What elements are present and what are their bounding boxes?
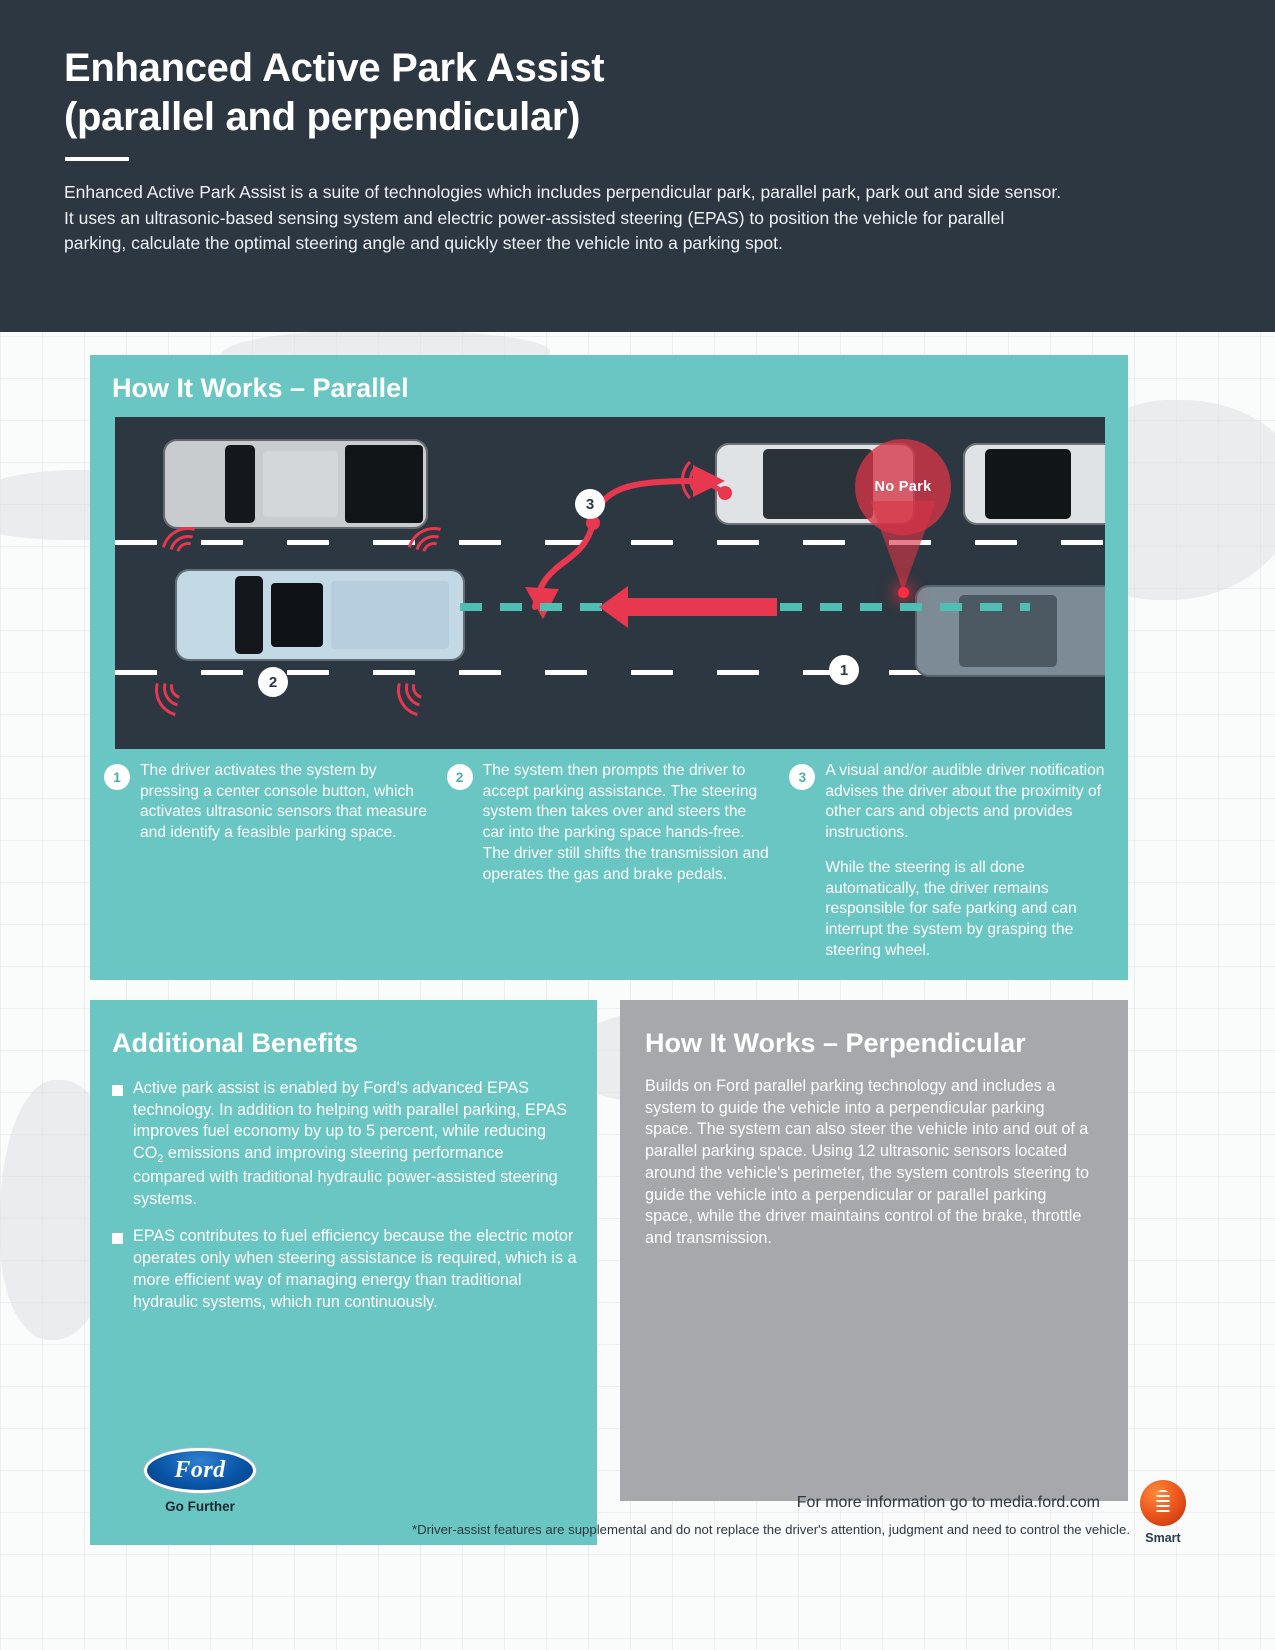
intro-paragraph: Enhanced Active Park Assist is a suite o… <box>64 182 1062 254</box>
benefits-bullet-list: Active park assist is enabled by Ford's … <box>112 1078 577 1329</box>
more-information-text: For more information go to media.ford.co… <box>796 1494 1100 1511</box>
parallel-step-1: 1 The driver activates the system by pre… <box>104 761 429 962</box>
vehicle-host-blue <box>175 569 465 661</box>
diagram-marker-2: 2 <box>258 667 288 697</box>
parallel-parking-diagram: No Park 1 2 3 <box>115 417 1105 749</box>
parallel-steps-list: 1 The driver activates the system by pre… <box>104 761 1114 962</box>
vehicle-roof <box>985 449 1071 519</box>
step-body: The driver activates the system by press… <box>140 761 429 962</box>
vehicle-bed <box>345 445 423 523</box>
perpendicular-title: How It Works – Perpendicular <box>645 1028 1026 1058</box>
smart-label: Smart <box>1145 1531 1181 1545</box>
vehicle-target-gray <box>915 585 1105 677</box>
step-paragraph: A visual and/or audible driver notificat… <box>825 762 1105 842</box>
square-bullet-icon <box>112 1233 123 1245</box>
square-bullet-icon <box>112 1085 123 1096</box>
title-underline-rule <box>65 157 129 161</box>
benefits-item-text: Active park assist is enabled by Ford's … <box>133 1079 568 1208</box>
road-lane-dashes-lower <box>115 670 1105 675</box>
parallel-step-3: 3 A visual and/or audible driver notific… <box>789 761 1114 962</box>
road-lane-dashes-upper <box>115 540 1105 545</box>
vehicle-parked-car-far-right <box>963 443 1105 525</box>
vehicle-glass <box>263 451 338 517</box>
lightbulb-icon <box>1140 1480 1186 1526</box>
subscript-two: 2 <box>157 1153 164 1166</box>
benefits-item-text: EPAS contributes to fuel efficiency beca… <box>133 1227 577 1311</box>
ford-tagline: Go Further <box>165 1499 235 1514</box>
page-title-line1: Enhanced Active Park Assist <box>64 46 605 90</box>
vehicle-parked-truck-left <box>163 439 428 529</box>
page-header: Enhanced Active Park Assist (parallel an… <box>0 0 1275 332</box>
parallel-panel-title: How It Works – Parallel <box>112 373 409 403</box>
vehicle-bed <box>331 581 449 649</box>
direction-arrow-left <box>599 586 777 628</box>
smart-badge: Smart <box>1126 1480 1200 1545</box>
page-title: Enhanced Active Park Assist (parallel an… <box>64 44 964 142</box>
vehicle-roof <box>225 445 255 523</box>
page-title-line2: (parallel and perpendicular) <box>64 94 581 139</box>
diagram-marker-3: 3 <box>575 489 605 519</box>
step-number-badge: 3 <box>789 764 816 790</box>
parallel-step-2: 2 The system then prompts the driver to … <box>446 761 772 962</box>
benefits-list-item: EPAS contributes to fuel efficiency beca… <box>112 1226 577 1313</box>
perpendicular-body-text: Builds on Ford parallel parking technolo… <box>645 1077 1089 1247</box>
step-number-badge: 1 <box>104 764 130 790</box>
vehicle-glass <box>271 583 323 647</box>
step-body: A visual and/or audible driver notificat… <box>825 761 1114 962</box>
panel-how-it-works-parallel: How It Works – Parallel <box>90 355 1128 980</box>
panel-how-it-works-perpendicular: How It Works – Perpendicular Builds on F… <box>620 1000 1128 1501</box>
diagram-marker-1: 1 <box>829 655 859 685</box>
benefits-title: Additional Benefits <box>112 1028 359 1058</box>
step-number-badge: 2 <box>446 764 473 790</box>
vehicle-roof <box>235 576 263 654</box>
ford-wordmark: Ford <box>174 1457 226 1483</box>
step-body: The system then prompts the driver to ac… <box>483 761 772 962</box>
ford-oval-icon: Ford <box>144 1448 256 1493</box>
no-park-hotspot-dot <box>898 587 909 598</box>
step-paragraph: While the steering is all done automatic… <box>825 858 1077 959</box>
step-paragraph: The system then prompts the driver to ac… <box>482 762 769 883</box>
footer-disclaimer-text: *Driver-assist features are supplemental… <box>412 1522 1130 1537</box>
step-paragraph: The driver activates the system by press… <box>140 762 427 842</box>
benefits-list-item: Active park assist is enabled by Ford's … <box>112 1078 577 1210</box>
ford-logo: Ford Go Further <box>144 1448 256 1514</box>
no-park-badge: No Park <box>855 439 951 535</box>
vehicle-roof <box>763 449 873 519</box>
